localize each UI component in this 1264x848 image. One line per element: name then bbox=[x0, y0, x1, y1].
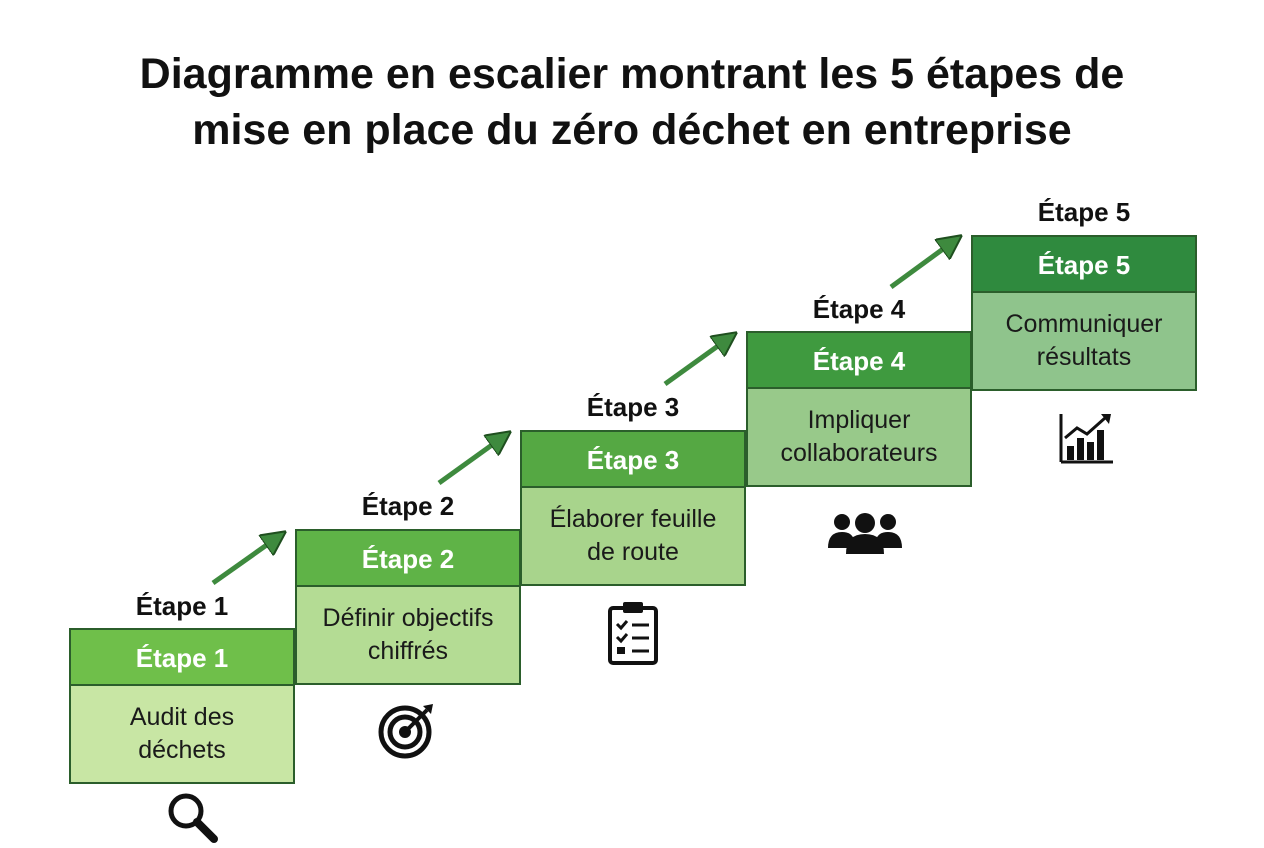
diagram-title-line-1: Diagramme en escalier montrant les 5 éta… bbox=[139, 50, 1125, 98]
step-4-label: Étape 4 bbox=[812, 294, 906, 324]
step-2-header: Étape 2 bbox=[297, 531, 519, 587]
step-3-box: Étape 3 Élaborer feuille de route bbox=[520, 430, 746, 586]
step-1-header: Étape 1 bbox=[71, 630, 293, 686]
step-5-label: Étape 5 bbox=[1037, 197, 1131, 227]
step-3-label: Étape 3 bbox=[586, 392, 680, 422]
people-group-icon bbox=[828, 513, 902, 554]
bar-chart-growth-icon bbox=[1059, 414, 1113, 464]
step-4-text-line-2: collaborateurs bbox=[780, 439, 938, 467]
step-1-text-line-1: Audit des bbox=[129, 703, 235, 731]
step-1-label: Étape 1 bbox=[135, 591, 229, 621]
diagram-title: Diagramme en escalier montrant les 5 éta… bbox=[0, 46, 1264, 158]
step-1-text-line-2: déchets bbox=[138, 736, 226, 764]
step-4-text-line-1: Impliquer bbox=[807, 406, 911, 434]
diagram-title-line-2: mise en place du zéro déchet en entrepri… bbox=[192, 106, 1072, 154]
step-4-box: Étape 4 Impliquer collaborateurs bbox=[746, 331, 972, 487]
clipboard-checklist-icon bbox=[608, 602, 658, 665]
step-3-header: Étape 3 bbox=[522, 432, 744, 488]
step-5-header: Étape 5 bbox=[973, 237, 1195, 293]
magnifier-icon bbox=[168, 793, 218, 843]
step-4-body: Impliquer collaborateurs bbox=[748, 389, 970, 485]
step-2-text-line-1: Définir objectifs bbox=[322, 604, 494, 632]
step-2-label: Étape 2 bbox=[361, 491, 455, 521]
step-1-box: Étape 1 Audit des déchets bbox=[69, 628, 295, 784]
step-4-header: Étape 4 bbox=[748, 333, 970, 389]
target-icon bbox=[378, 704, 433, 759]
step-2-body: Définir objectifs chiffrés bbox=[297, 587, 519, 683]
step-3-text-line-2: de route bbox=[587, 538, 679, 566]
step-5-text-line-1: Communiquer bbox=[1005, 310, 1163, 338]
step-5-body: Communiquer résultats bbox=[973, 293, 1195, 389]
step-2-box: Étape 2 Définir objectifs chiffrés bbox=[295, 529, 521, 685]
step-2-text-line-2: chiffrés bbox=[367, 637, 449, 665]
step-5-box: Étape 5 Communiquer résultats bbox=[971, 235, 1197, 391]
step-1-body: Audit des déchets bbox=[71, 686, 293, 782]
step-3-body: Élaborer feuille de route bbox=[522, 488, 744, 584]
step-5-text-line-2: résultats bbox=[1036, 343, 1132, 371]
step-3-text-line-1: Élaborer feuille bbox=[549, 505, 717, 533]
